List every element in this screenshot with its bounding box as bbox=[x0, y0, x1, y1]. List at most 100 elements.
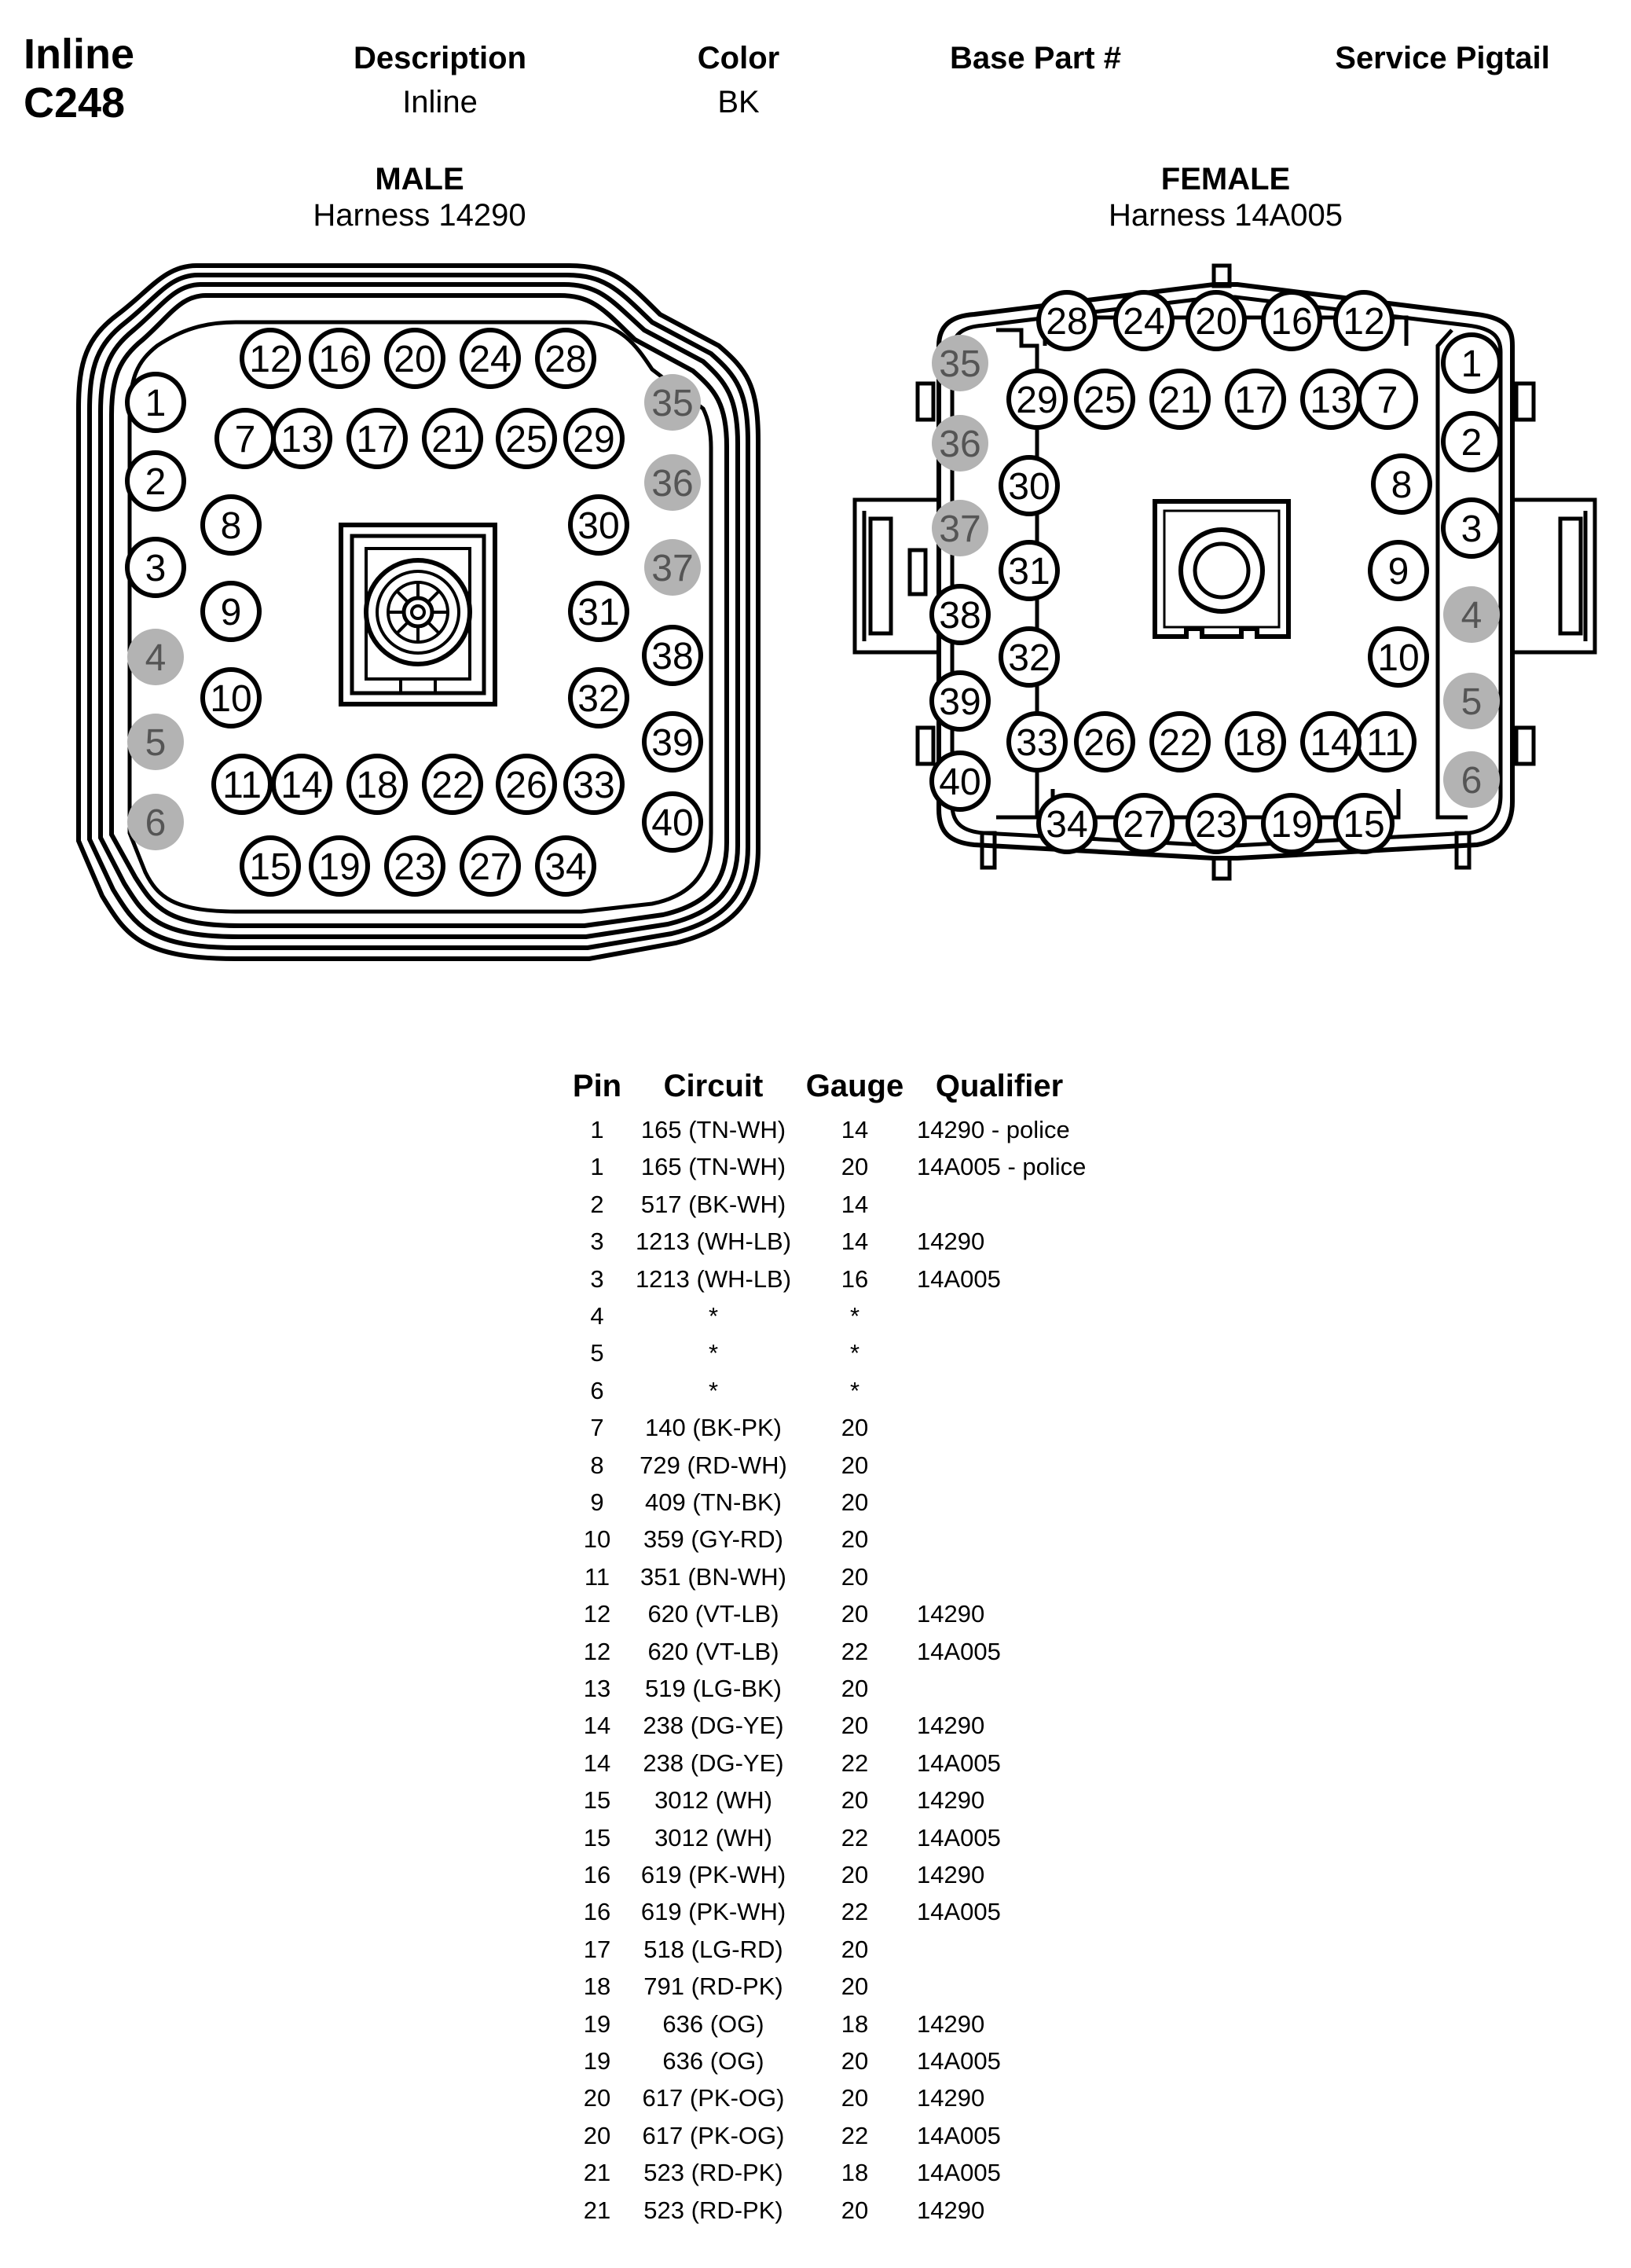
male-pin-label: 39 bbox=[651, 722, 693, 764]
male-pin-34: 34 bbox=[535, 835, 596, 897]
male-pin-circle bbox=[496, 754, 557, 815]
table-row: 5** bbox=[0, 1339, 1631, 1376]
female-pin-8: 8 bbox=[1371, 453, 1432, 515]
male-pin-label: 13 bbox=[280, 419, 322, 461]
female-pin-circle bbox=[1006, 369, 1068, 430]
male-pin-11: 11 bbox=[211, 754, 273, 815]
female-pin-26: 26 bbox=[1074, 711, 1135, 773]
female-pin-circle bbox=[929, 670, 991, 732]
table-cell-gauge: 22 bbox=[841, 1637, 869, 1665]
table-cell-gauge: 20 bbox=[841, 1414, 869, 1442]
table-cell-pin: 20 bbox=[583, 2084, 611, 2112]
male-pin-label: 14 bbox=[280, 765, 322, 806]
male-pin-label: 34 bbox=[544, 846, 586, 888]
female-pin-circle bbox=[999, 540, 1060, 601]
male-pin-10: 10 bbox=[200, 667, 262, 728]
female-pin-circle bbox=[1036, 290, 1098, 351]
male-pin-label: 27 bbox=[469, 846, 511, 888]
female-pin-20: 20 bbox=[1186, 290, 1247, 351]
table-cell-pin: 1 bbox=[590, 1153, 604, 1181]
table-cell-gauge: 20 bbox=[841, 1935, 869, 1963]
female-pin-circle bbox=[1368, 626, 1429, 688]
male-pin-label: 32 bbox=[577, 678, 619, 720]
male-pin-29: 29 bbox=[563, 408, 625, 469]
female-pin-circle bbox=[1371, 453, 1432, 515]
male-pin-label: 12 bbox=[249, 339, 291, 380]
male-pin-circle bbox=[460, 835, 521, 897]
female-pin-label: 23 bbox=[1195, 804, 1237, 846]
male-pin-35: 35 bbox=[644, 374, 701, 431]
table-cell-circuit: 3012 (WH) bbox=[654, 1823, 772, 1851]
male-pin-circle bbox=[211, 754, 273, 815]
male-pin-circle bbox=[200, 667, 262, 728]
male-pin-label: 17 bbox=[356, 419, 398, 461]
female-pin-circle bbox=[1333, 793, 1395, 854]
female-pin-circle bbox=[929, 750, 991, 812]
male-pin-circle bbox=[644, 539, 701, 596]
table-cell-circuit: 617 (PK-OG) bbox=[642, 2084, 785, 2112]
female-pin-label: 38 bbox=[939, 595, 980, 637]
table-cell-gauge: 20 bbox=[841, 1973, 869, 2001]
table-cell-qualifier: 14290 bbox=[917, 1712, 985, 1740]
table-cell-pin: 15 bbox=[583, 1786, 611, 1815]
female-pin-circle bbox=[929, 584, 991, 645]
male-pin-label: 2 bbox=[145, 461, 167, 503]
female-pin-label: 22 bbox=[1159, 722, 1200, 764]
table-cell-gauge: 20 bbox=[841, 2084, 869, 2112]
table-cell-qualifier: 14290 bbox=[917, 2009, 985, 2038]
male-pin-6: 6 bbox=[127, 794, 184, 850]
table-cell-gauge: 20 bbox=[841, 1488, 869, 1516]
female-pin-21: 21 bbox=[1149, 369, 1211, 430]
male-pin-circle bbox=[460, 328, 521, 389]
female-pin-label: 28 bbox=[1046, 301, 1087, 343]
table-cell-gauge: * bbox=[849, 1376, 860, 1404]
table-cell-pin: 21 bbox=[583, 2196, 611, 2224]
female-pin-circle bbox=[1036, 793, 1098, 854]
table-cell-gauge: 20 bbox=[841, 2047, 869, 2075]
table-cell-qualifier: 14A005 bbox=[917, 1898, 1001, 1926]
female-pin-circle bbox=[932, 335, 988, 391]
male-pin-circle bbox=[271, 408, 332, 469]
table-cell-qualifier: 14A005 bbox=[917, 2047, 1001, 2075]
male-pin-label: 33 bbox=[573, 765, 614, 806]
female-pin-label: 24 bbox=[1123, 301, 1164, 343]
table-cell-pin: 19 bbox=[583, 2009, 611, 2038]
male-pin-circle bbox=[125, 372, 186, 433]
male-pin-circle bbox=[642, 791, 703, 853]
connector-title-line2: C248 bbox=[24, 79, 126, 127]
female-pin-label: 11 bbox=[1366, 722, 1406, 764]
female-pin-16: 16 bbox=[1261, 290, 1322, 351]
male-pin-circle bbox=[200, 494, 262, 556]
male-pin-8: 8 bbox=[200, 494, 262, 556]
table-cell-circuit: 1213 (WH-LB) bbox=[635, 1228, 792, 1256]
female-pin-label: 19 bbox=[1270, 804, 1312, 846]
table-cell-circuit: 518 (LG-RD) bbox=[643, 1935, 783, 1963]
female-pin-circle bbox=[1149, 711, 1211, 773]
table-cell-pin: 6 bbox=[590, 1376, 604, 1404]
female-pin-circle bbox=[1006, 711, 1068, 773]
female-pin-label: 31 bbox=[1008, 551, 1050, 593]
table-cell-circuit: 238 (DG-YE) bbox=[643, 1749, 784, 1777]
male-pin-circle bbox=[563, 754, 625, 815]
male-pin-label: 40 bbox=[651, 802, 693, 844]
male-pin-label: 7 bbox=[235, 419, 256, 461]
female-pin-28: 28 bbox=[1036, 290, 1098, 351]
table-header-circuit: Circuit bbox=[663, 1069, 764, 1103]
table-cell-circuit: * bbox=[708, 1302, 719, 1330]
female-pin-label: 17 bbox=[1234, 380, 1276, 421]
female-pin-label: 5 bbox=[1461, 681, 1483, 723]
female-pin-label: 27 bbox=[1123, 804, 1164, 846]
female-pin-3: 3 bbox=[1441, 497, 1502, 559]
male-pin-31: 31 bbox=[568, 581, 629, 642]
table-row: 4** bbox=[0, 1302, 1631, 1339]
female-pin-circle bbox=[1300, 369, 1362, 430]
table-cell-pin: 17 bbox=[583, 1935, 611, 1963]
female-pin-30: 30 bbox=[999, 455, 1060, 516]
female-pin-24: 24 bbox=[1113, 290, 1175, 351]
female-pin-circle bbox=[1186, 290, 1247, 351]
male-pin-3: 3 bbox=[125, 537, 186, 598]
male-pin-18: 18 bbox=[346, 754, 408, 815]
